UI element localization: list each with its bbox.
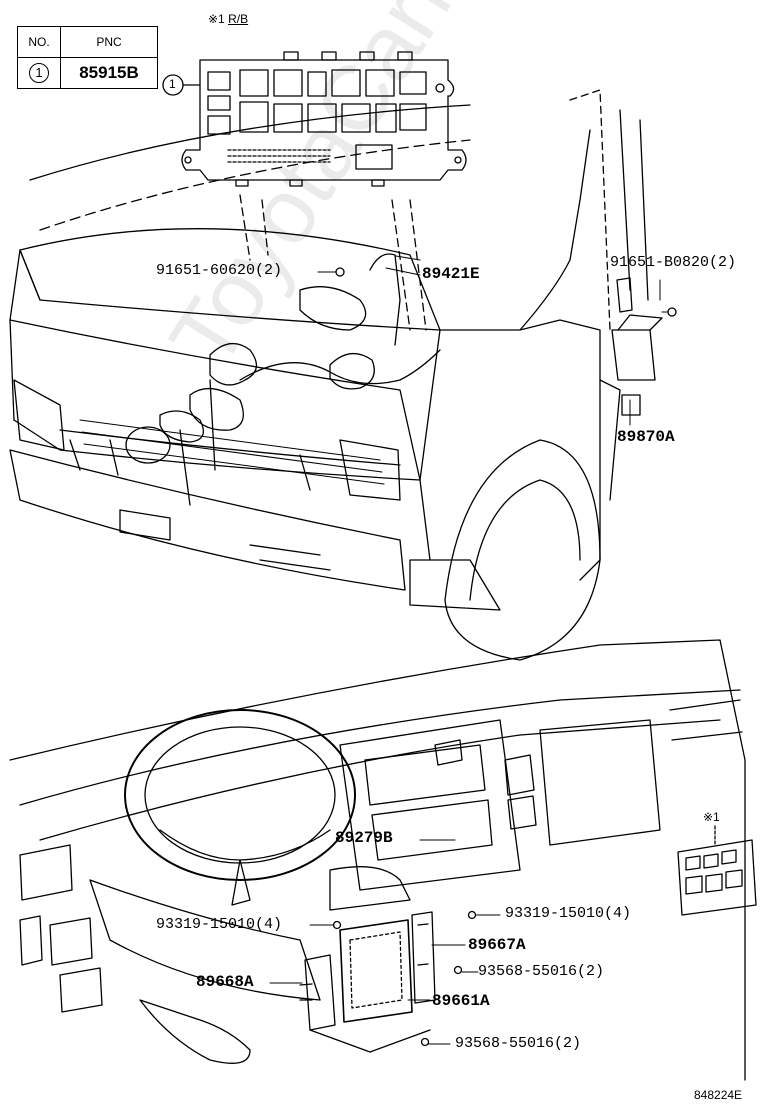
label-part-89279B[interactable]: 89279B [335,829,393,847]
label-part-89667A[interactable]: 89667A [468,936,526,954]
legend-header-no: NO. [17,26,61,58]
label-ref-mark: ※1 [703,810,720,824]
relay-block-title-text: R/B [228,12,249,26]
truck-cab [9,89,663,661]
relay-block [162,51,467,187]
label-part-89668A[interactable]: 89668A [196,973,254,991]
label-screw-93568-55016-lower[interactable]: 93568-55016(2) [455,1035,582,1052]
label-part-89421E[interactable]: 89421E [422,265,480,283]
label-bolt-91651-B0820[interactable]: 91651-B0820(2) [610,254,737,271]
legend-row-no: 1 [29,63,49,83]
label-part-89870A[interactable]: 89870A [617,428,675,446]
legend-header-pnc: PNC [60,26,158,58]
label-screw-93319-15010-right[interactable]: 93319-15010(4) [505,905,632,922]
legend-row-pnc: 85915B [60,57,158,89]
label-screw-93319-15010-left[interactable]: 93319-15010(4) [156,916,283,933]
relay-block-mark: ※1 [208,12,225,26]
leader-lines [269,255,669,1045]
label-part-89661A[interactable]: 89661A [432,992,490,1010]
legend-table: NO. PNC 1 85915B [17,26,158,89]
label-bolt-91651-60620[interactable]: 91651-60620(2) [156,262,283,279]
label-screw-93568-55016-upper[interactable]: 93568-55016(2) [478,963,605,980]
diagram-code: 848224E [694,1088,743,1102]
instrument-panel [9,267,757,1081]
relay-block-title: ※1 R/B [208,12,248,26]
relay-block-callout: 1 [169,77,176,91]
